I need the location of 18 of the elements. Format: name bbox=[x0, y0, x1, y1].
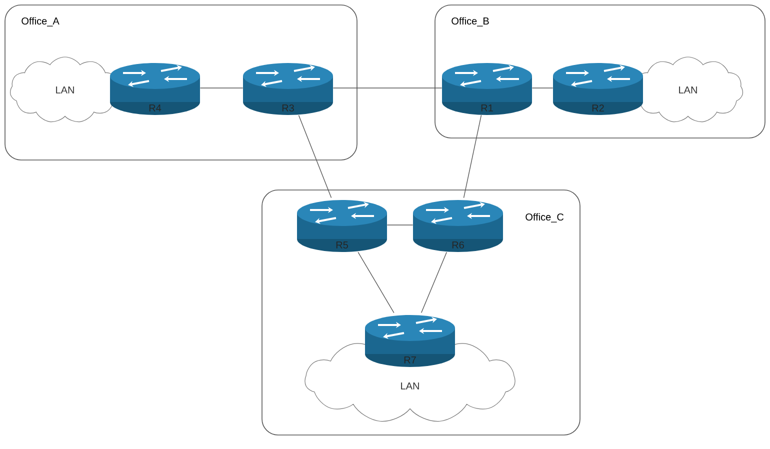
router: R2 bbox=[553, 63, 643, 115]
node-label: R3 bbox=[282, 104, 294, 112]
node-label: R4 bbox=[149, 104, 162, 112]
router: R6 bbox=[413, 200, 503, 252]
link-line bbox=[358, 252, 394, 314]
node-label: R2 bbox=[592, 104, 604, 112]
router: R5 bbox=[297, 200, 387, 252]
router: R3 bbox=[243, 63, 333, 115]
node-label: R1 bbox=[481, 104, 493, 112]
lan-cloud: LAN bbox=[10, 56, 120, 122]
link-line bbox=[420, 252, 447, 314]
router: R7 bbox=[365, 315, 455, 367]
link-line bbox=[463, 114, 482, 198]
router: R1 bbox=[442, 63, 532, 115]
router: R4 bbox=[110, 63, 200, 115]
lan-cloud: LAN bbox=[632, 56, 744, 122]
link-line bbox=[386, 224, 414, 226]
link-line bbox=[298, 114, 332, 198]
